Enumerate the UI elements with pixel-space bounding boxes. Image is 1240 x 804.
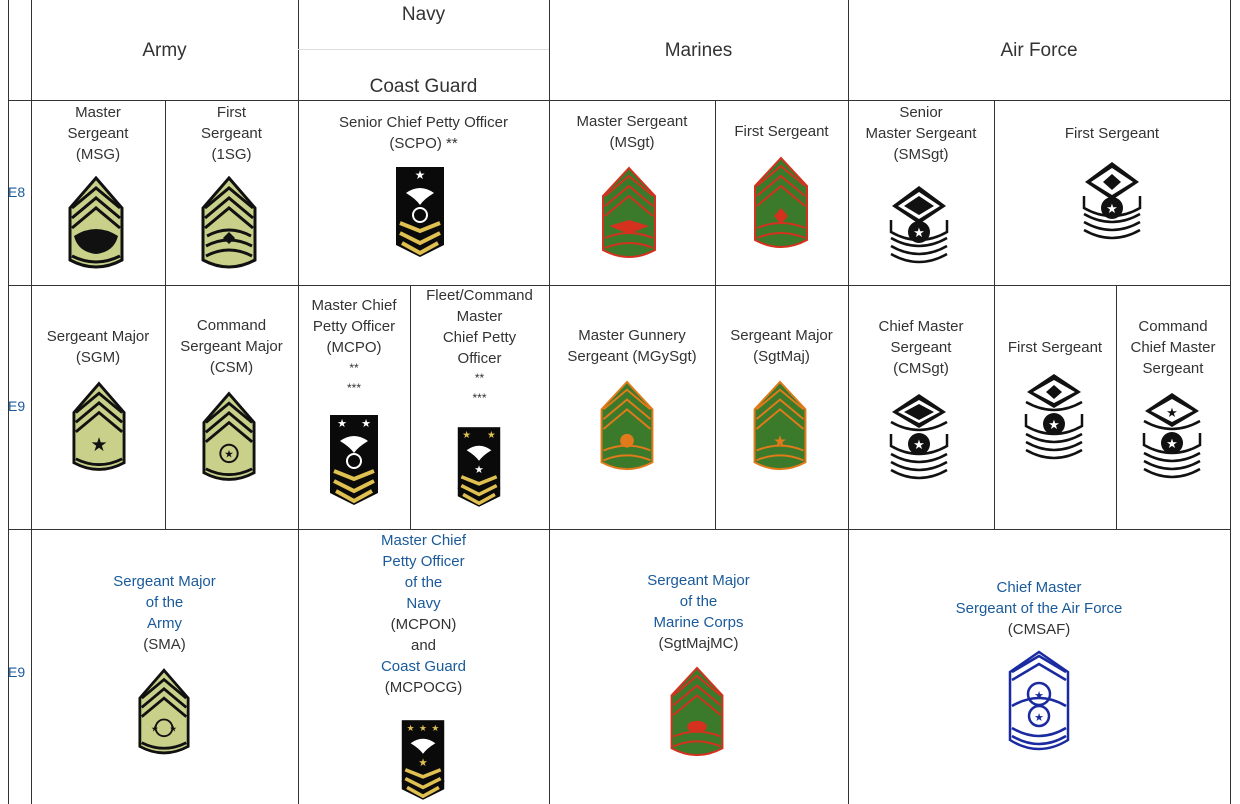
navy-fleet-stars: ** *** <box>472 371 487 405</box>
army-chevron-icon: ★ <box>202 391 256 481</box>
marines-mgysgt-label: Master Gunnery Sergeant (MGySgt) <box>567 327 697 365</box>
mcpocg-abbr: (MCPOCG) <box>384 679 463 696</box>
svg-text:★: ★ <box>487 430 496 441</box>
navy-fleet-label: Fleet/Command Master Chief Petty Officer <box>426 287 533 367</box>
header-coast-guard: Coast Guard <box>369 76 478 97</box>
svg-text:★: ★ <box>474 463 484 476</box>
army-1sg-label: First Sergeant (1SG) <box>201 104 262 163</box>
navy-mcpon-link[interactable]: Master Chief Petty Officer of the Navy <box>380 532 467 612</box>
header-navy: Navy <box>401 4 446 25</box>
svg-text:★: ★ <box>1166 406 1178 421</box>
coast-guard-link[interactable]: Coast Guard <box>380 658 467 675</box>
army-chevron-icon: ★ ★ <box>138 668 190 755</box>
army-sma-link[interactable]: Sergeant Major of the Army <box>113 573 216 632</box>
svg-text:★: ★ <box>407 724 415 734</box>
navy-mcpo-stars: ** *** <box>346 361 361 395</box>
af-smsgt-label: Senior Master Sergeant (SMSgt) <box>865 104 977 163</box>
af-ccm-label: Command Chief Master Sergeant <box>1130 318 1216 377</box>
svg-text:★: ★ <box>1034 711 1044 724</box>
navy-rating-badge-icon: ★ <box>396 167 444 257</box>
svg-text:★: ★ <box>337 417 347 430</box>
svg-text:★: ★ <box>1166 437 1178 452</box>
marines-sgtmajmc-link[interactable]: Sergeant Major of the Marine Corps <box>647 572 750 631</box>
marines-chevron-icon <box>602 166 656 258</box>
svg-text:★: ★ <box>462 430 471 441</box>
header-marines: Marines <box>664 40 733 61</box>
navy-rating-badge-icon: ★ ★ ★ ★ <box>401 720 445 800</box>
army-sma-block: Sergeant Major of the Army (SMA) <box>31 571 298 655</box>
navy-mcpon-abbr: (MCPON) <box>390 616 457 633</box>
header-army: Army <box>142 40 187 61</box>
row-label-e8[interactable]: E8 <box>8 184 26 200</box>
army-msg-label: Master Sergeant (MSG) <box>67 104 129 163</box>
navy-rating-badge-icon: ★ ★ ★ <box>457 427 501 507</box>
marines-sgtmajmc-abbr: (SgtMajMC) <box>658 635 739 652</box>
navy-mcpo-label: Master Chief Petty Officer (MCPO) <box>311 297 397 356</box>
air-force-stripe-icon: ★ <box>1082 162 1142 240</box>
marines-chevron-icon <box>754 156 808 248</box>
svg-text:★: ★ <box>773 432 787 451</box>
marines-chevron-icon <box>600 380 654 471</box>
af-1sg-e9-label: First Sergeant <box>1007 339 1103 356</box>
svg-text:★: ★ <box>1048 418 1060 433</box>
af-cmsaf-abbr: (CMSAF) <box>1007 621 1071 638</box>
af-cmsgt-label: Chief Master Sergeant (CMSgt) <box>878 318 964 377</box>
air-force-stripe-icon: ★ <box>889 394 949 480</box>
marines-chevron-icon: ★ <box>753 380 807 471</box>
army-csm-label: Command Sergeant Major (CSM) <box>180 317 283 376</box>
svg-text:★: ★ <box>361 417 371 430</box>
row-label-e9[interactable]: E9 <box>8 398 26 414</box>
af-cmsaf-block: Chief Master Sergeant of the Air Force (… <box>848 577 1230 640</box>
svg-text:★: ★ <box>151 724 158 734</box>
header-air-force: Air Force <box>1000 40 1078 61</box>
svg-text:★: ★ <box>913 226 925 241</box>
air-force-stripe-icon: ★ ★ <box>1008 650 1070 751</box>
navy-rating-badge-icon: ★ ★ <box>330 415 378 505</box>
navy-mcpon-block: Master Chief Petty Officer of the Navy (… <box>298 530 549 698</box>
army-chevron-icon <box>68 176 124 269</box>
navy-scpo-label: Senior Chief Petty Officer (SCPO) ** <box>339 114 508 152</box>
marines-msgt-label: Master Sergeant (MSgt) <box>576 113 688 151</box>
marines-sgtmajmc-block: Sergeant Major of the Marine Corps (SgtM… <box>549 570 848 654</box>
svg-text:★: ★ <box>431 724 439 734</box>
air-force-stripe-icon: ★ <box>1024 374 1084 460</box>
svg-text:★: ★ <box>418 756 428 769</box>
svg-text:★: ★ <box>224 448 234 460</box>
army-chevron-icon <box>201 176 257 269</box>
navy-and-text: and <box>410 637 437 654</box>
army-sma-abbr: (SMA) <box>143 636 186 653</box>
svg-text:★: ★ <box>1106 202 1118 217</box>
marines-chevron-icon <box>670 666 724 757</box>
air-force-stripe-icon: ★ <box>889 186 949 264</box>
marines-1sg-label: First Sergeant <box>734 123 829 140</box>
svg-text:★: ★ <box>1034 689 1044 702</box>
svg-text:★: ★ <box>419 724 427 734</box>
army-chevron-icon: ★ <box>72 381 126 471</box>
svg-text:★: ★ <box>90 433 107 456</box>
af-1sg-label: First Sergeant <box>1064 125 1160 142</box>
svg-text:★: ★ <box>415 168 426 182</box>
marines-sgtmaj-label: Sergeant Major (SgtMaj) <box>730 327 833 365</box>
army-sgm-label: Sergeant Major (SGM) <box>46 328 150 366</box>
af-cmsaf-link[interactable]: Chief Master Sergeant of the Air Force <box>955 579 1123 617</box>
row-label-e9-senior[interactable]: E9 <box>8 664 26 680</box>
svg-text:★: ★ <box>170 724 177 734</box>
air-force-stripe-icon: ★ ★ <box>1142 393 1202 479</box>
svg-text:★: ★ <box>913 438 925 453</box>
